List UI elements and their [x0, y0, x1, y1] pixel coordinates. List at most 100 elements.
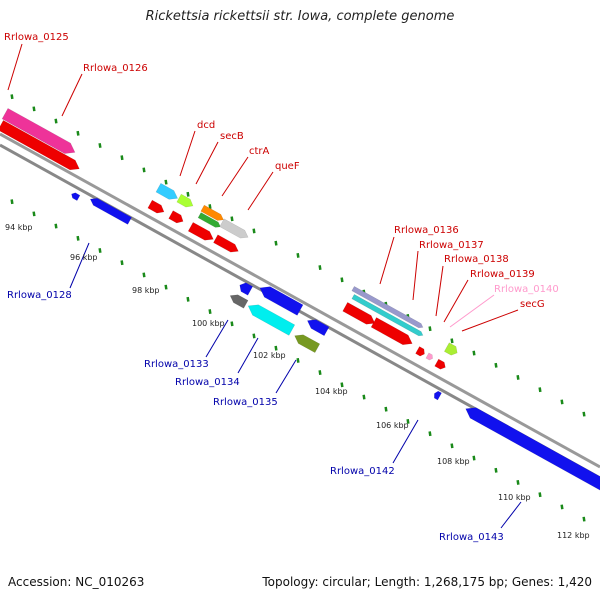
gene-label-forward[interactable]: Rrlowa_0136: [394, 225, 459, 236]
kbp-label: 102 kbp: [253, 351, 286, 360]
tick-mark: [274, 240, 278, 246]
leader-line: [435, 265, 444, 317]
gene-label-forward[interactable]: Rrlowa_0126: [83, 63, 148, 74]
kbp-label: 112 kbp: [557, 531, 590, 540]
tick-mark: [252, 228, 256, 234]
tick-mark: [406, 419, 410, 424]
gene-feature: [351, 294, 424, 337]
tick-mark: [296, 357, 300, 363]
tick-mark: [186, 296, 190, 302]
gene-feature: [219, 218, 249, 239]
tick-mark: [230, 321, 234, 327]
leader-line: [275, 359, 297, 394]
gene-feature: [247, 304, 296, 336]
kbp-label: 96 kbp: [70, 253, 98, 262]
gene-label-forward[interactable]: Rrlowa_0139: [470, 269, 535, 280]
gene-label-forward[interactable]: Rrlowa_0140: [494, 284, 559, 295]
gene-feature: [239, 282, 254, 296]
tick-mark: [494, 467, 498, 473]
leader-line: [392, 419, 419, 464]
tick-mark: [450, 338, 454, 344]
gene-feature: [229, 294, 249, 309]
leader-line: [449, 294, 495, 328]
gene-label-reverse[interactable]: Rrlowa_0142: [330, 466, 395, 477]
tick-mark: [472, 455, 476, 461]
gene-feature: [434, 358, 446, 370]
leader-line: [412, 250, 419, 301]
gene-label-forward[interactable]: dcd: [197, 120, 215, 131]
tick-mark: [98, 143, 102, 148]
tick-mark: [516, 375, 520, 380]
tick-mark: [142, 272, 146, 278]
leader-line: [500, 501, 522, 529]
gene-label-forward[interactable]: secG: [520, 299, 545, 310]
tick-mark: [296, 252, 300, 258]
tick-mark: [32, 211, 36, 217]
gene-feature: [213, 234, 239, 253]
tick-mark: [582, 411, 586, 417]
tick-mark: [384, 406, 388, 412]
gene-feature: [197, 212, 221, 228]
gene-features: [0, 108, 600, 497]
tick-mark: [76, 130, 80, 136]
gene-label-reverse[interactable]: Rrlowa_0143: [439, 532, 504, 543]
tick-mark: [362, 394, 366, 400]
genome-info-text: Topology: circular; Length: 1,268,175 bp…: [262, 575, 592, 589]
gene-label-reverse[interactable]: Rrlowa_0135: [213, 397, 278, 408]
tick-marks: [10, 94, 586, 522]
genome-title: Rickettsia rickettsii str. Iowa, complet…: [145, 9, 455, 24]
gene-feature: [425, 352, 433, 361]
tick-mark: [76, 235, 80, 241]
tick-mark: [560, 399, 564, 405]
kbp-label: 100 kbp: [192, 319, 225, 328]
gene-label-forward[interactable]: Rrlowa_0137: [419, 240, 484, 251]
leader-line: [61, 73, 83, 117]
leader-line: [461, 309, 519, 332]
gene-label-forward[interactable]: secB: [220, 131, 244, 142]
gene-feature: [200, 204, 224, 221]
kbp-label: 104 kbp: [315, 387, 348, 396]
tick-mark: [494, 362, 498, 368]
leader-line: [7, 43, 23, 91]
gene-label-reverse[interactable]: Rrlowa_0134: [175, 377, 240, 388]
tick-mark: [318, 370, 322, 376]
gene-feature: [147, 199, 165, 214]
tick-mark: [164, 179, 168, 185]
gene-label-forward[interactable]: Rrlowa_0125: [4, 32, 69, 43]
gene-feature: [434, 390, 442, 401]
leader-line: [69, 242, 90, 289]
kbp-label: 94 kbp: [5, 223, 33, 232]
gene-feature: [0, 120, 80, 171]
gene-label-forward[interactable]: Rrlowa_0138: [444, 254, 509, 265]
gene-feature: [465, 407, 600, 497]
gene-feature: [187, 221, 214, 241]
tick-mark: [318, 265, 322, 271]
tick-mark: [32, 106, 36, 112]
tick-mark: [120, 155, 124, 161]
tick-mark: [450, 443, 454, 449]
kbp-labels: 94 kbp 96 kbp 98 kbp 100 kbp 102 kbp 104 kbp 1…: [5, 223, 590, 540]
leader-line: [221, 156, 249, 197]
accession-text: Accession: NC_010263: [8, 575, 145, 589]
gene-feature: [71, 192, 81, 201]
tick-mark: [538, 387, 542, 393]
gene-label-reverse[interactable]: Rrlowa_0133: [144, 359, 209, 370]
tick-mark: [10, 199, 14, 205]
tick-mark: [252, 333, 256, 339]
gene-label-reverse[interactable]: Rrlowa_0128: [7, 290, 72, 301]
gene-label-forward[interactable]: queF: [275, 161, 300, 172]
tick-mark: [428, 431, 432, 437]
tick-mark: [472, 350, 476, 356]
gene-feature: [294, 334, 321, 354]
leader-line: [179, 130, 196, 177]
leader-line: [195, 141, 219, 185]
tick-mark: [208, 204, 212, 209]
gene-label-forward[interactable]: ctrA: [249, 146, 270, 157]
kbp-label: 98 kbp: [132, 286, 160, 295]
tick-mark: [274, 345, 278, 351]
gene-feature: [168, 210, 184, 224]
tick-mark: [54, 118, 58, 124]
gene-feature: [351, 286, 424, 329]
